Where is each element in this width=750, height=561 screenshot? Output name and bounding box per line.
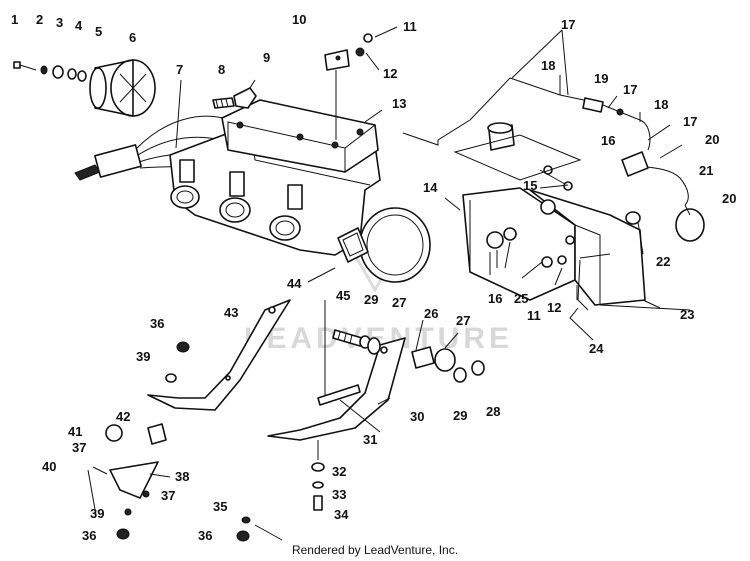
callout-27a: 27 — [456, 313, 470, 328]
callout-3: 3 — [56, 15, 63, 30]
callout-1: 1 — [11, 12, 18, 27]
callout-34: 34 — [334, 507, 349, 522]
callout-20b: 20 — [722, 191, 736, 206]
callout-11b: 11 — [527, 308, 541, 323]
callout-17c: 17 — [683, 114, 697, 129]
callout-19: 19 — [594, 71, 608, 86]
callout-37b: 37 — [161, 488, 175, 503]
callout-9: 9 — [263, 50, 270, 65]
callout-36b: 36 — [82, 528, 96, 543]
callout-23: 23 — [680, 307, 694, 322]
callout-29b: 29 — [453, 408, 467, 423]
callout-11a: 11 — [403, 19, 417, 34]
side-panel-assembly — [402, 77, 705, 311]
callout-12a: 12 — [383, 66, 397, 81]
credit-text: Rendered by LeadVenture, Inc. — [291, 543, 459, 557]
small-fasteners-1-5 — [13, 61, 87, 82]
intake-ports — [170, 159, 303, 241]
callout-14: 14 — [423, 180, 438, 195]
cylinder-head-cover — [221, 99, 379, 173]
head-bracket — [324, 33, 373, 140]
leader-lines — [92, 26, 691, 478]
callout-32: 32 — [332, 464, 346, 479]
callout-45: 45 — [336, 288, 350, 303]
callout-6: 6 — [129, 30, 136, 45]
callout-12b: 12 — [547, 300, 561, 315]
callout-28: 28 — [486, 404, 500, 419]
callout-36a: 36 — [150, 316, 164, 331]
mount-plate-43 — [147, 299, 291, 411]
callout-18a: 18 — [541, 58, 555, 73]
callout-33: 33 — [332, 487, 346, 502]
callout-5: 5 — [95, 24, 102, 39]
callout-17a: 17 — [561, 17, 575, 32]
spark-plug — [212, 79, 257, 109]
callout-10: 10 — [292, 12, 306, 27]
mount-plate-30 — [267, 337, 406, 441]
callout-39a: 39 — [136, 349, 150, 364]
callout-37a: 37 — [72, 440, 86, 455]
callout-4: 4 — [75, 18, 83, 33]
recoil-starter — [337, 207, 431, 283]
callout-18b: 18 — [654, 97, 668, 112]
callout-13: 13 — [392, 96, 406, 111]
callout-25: 25 — [514, 291, 528, 306]
callout-17b: 17 — [623, 82, 637, 97]
callout-35: 35 — [213, 499, 227, 514]
callout-39b: 39 — [90, 506, 104, 521]
callout-20a: 20 — [705, 132, 719, 147]
callout-26: 26 — [424, 306, 438, 321]
callout-8: 8 — [218, 62, 225, 77]
callout-42: 42 — [116, 409, 130, 424]
callout-41: 41 — [68, 424, 82, 439]
callout-40: 40 — [42, 459, 56, 474]
callout-16a: 16 — [601, 133, 615, 148]
callout-2: 2 — [36, 12, 43, 27]
engine-mount-plates — [87, 299, 485, 542]
callout-labels: 1 2 3 4 5 6 7 8 9 10 11 12 13 14 15 16 1… — [11, 12, 736, 543]
breather-cover — [89, 59, 156, 117]
callout-36c: 36 — [198, 528, 212, 543]
callout-43: 43 — [224, 305, 238, 320]
callout-30: 30 — [410, 409, 424, 424]
engine-assembly — [13, 33, 431, 283]
callout-21: 21 — [699, 163, 713, 178]
callout-7: 7 — [176, 62, 183, 77]
callout-22: 22 — [656, 254, 670, 269]
callout-44: 44 — [287, 276, 302, 291]
callout-31: 31 — [363, 432, 377, 447]
callout-27b: 27 — [392, 295, 406, 310]
callout-38: 38 — [175, 469, 189, 484]
callout-16b: 16 — [488, 291, 502, 306]
callout-15: 15 — [523, 178, 537, 193]
callout-29a: 29 — [364, 292, 378, 307]
callout-24: 24 — [589, 341, 604, 356]
